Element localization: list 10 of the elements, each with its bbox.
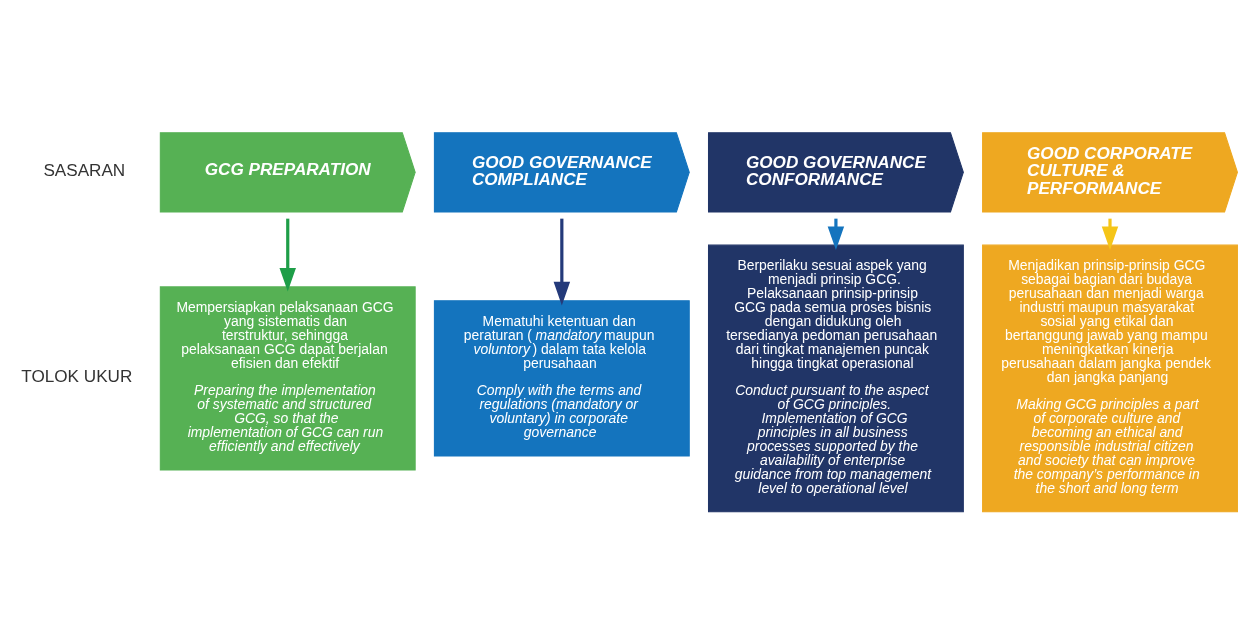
arrow — [1101, 218, 1119, 250]
label: SASARAN — [43, 159, 126, 180]
arrow — [827, 218, 845, 250]
node-box: Mempersiapkan pelaksanaan GCG yang sistematis dan terstruktur, sehingga pelaksanaan GCG dapat berjalan efisien dan efektif Preparing the implementation of systematic and structured GCG, so that the implementation of GCG can run efficiently and effectively — [159, 285, 416, 470]
node-box: Menjadikan prinsip-prinsip GCG sebagai bagian dari budaya perusahaan dan menjadi warga industri maupun masyarakat sosial yang etikal dan bertanggung jawab yang mampu meningkatkan kinerja perusahaan dalam jangka pendek dan jangka panjang Making GCG principles a part of corporate culture and becoming an ethical and responsible industrial citizen and society that can improve the company’s performance in the short and long term — [982, 244, 1238, 512]
node-box: Mematuhi ketentuan dan peraturan (mandatory maupun voluntory) dalam tata kelola perusahaan Comply with the terms and regulations (mandatory or voluntary) in corporate governance — [433, 299, 690, 457]
label: TOLOK UKUR — [21, 365, 133, 386]
arrow — [553, 218, 571, 305]
node-box: Berperilaku sesuai aspek yang menjadi prinsip GCG. Pelaksanaan prinsip-prinsip GCG pada semua proses bisnis dengan didukung oleh tersedianya pedoman perusahaan dari tingkat manajemen puncak hingga tingkat operasional Conduct pursuant to the aspect of GCG principles. Implementation of GCG principles in all business processes supported by the availability of enterprise guidance from top management level to operational level — [707, 244, 964, 512]
arrow — [279, 218, 296, 291]
